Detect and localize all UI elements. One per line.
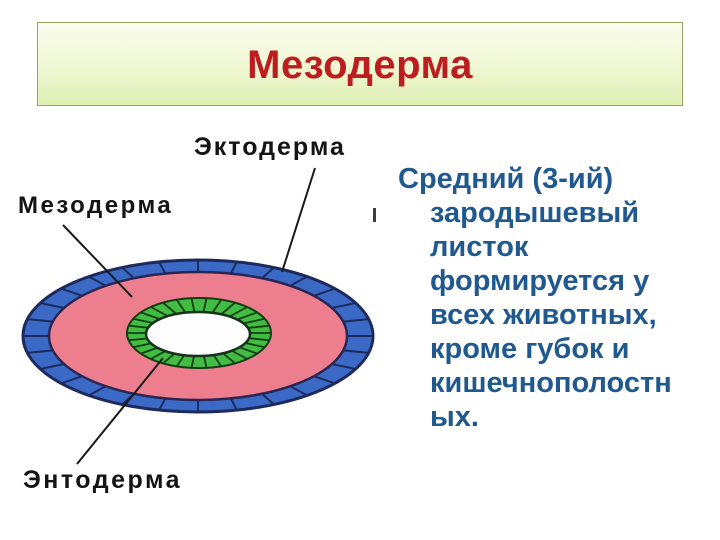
center-cavity xyxy=(144,310,252,358)
ectoderm-pointer-line xyxy=(281,167,316,273)
title-box: Мезодерма xyxy=(37,22,683,106)
endoderm-pointer-line xyxy=(76,357,164,465)
mesoderm-label: Мезодерма xyxy=(18,192,174,219)
page-title: Мезодерма xyxy=(247,42,473,87)
mesoderm-pointer-line xyxy=(62,224,133,298)
body-text: Средний (3-ий) зародышевый листок формир… xyxy=(398,163,672,433)
ectoderm-label: Эктодерма xyxy=(194,133,346,161)
stray-cursor-mark xyxy=(373,208,376,222)
endoderm-label: Энтодерма xyxy=(23,466,183,494)
